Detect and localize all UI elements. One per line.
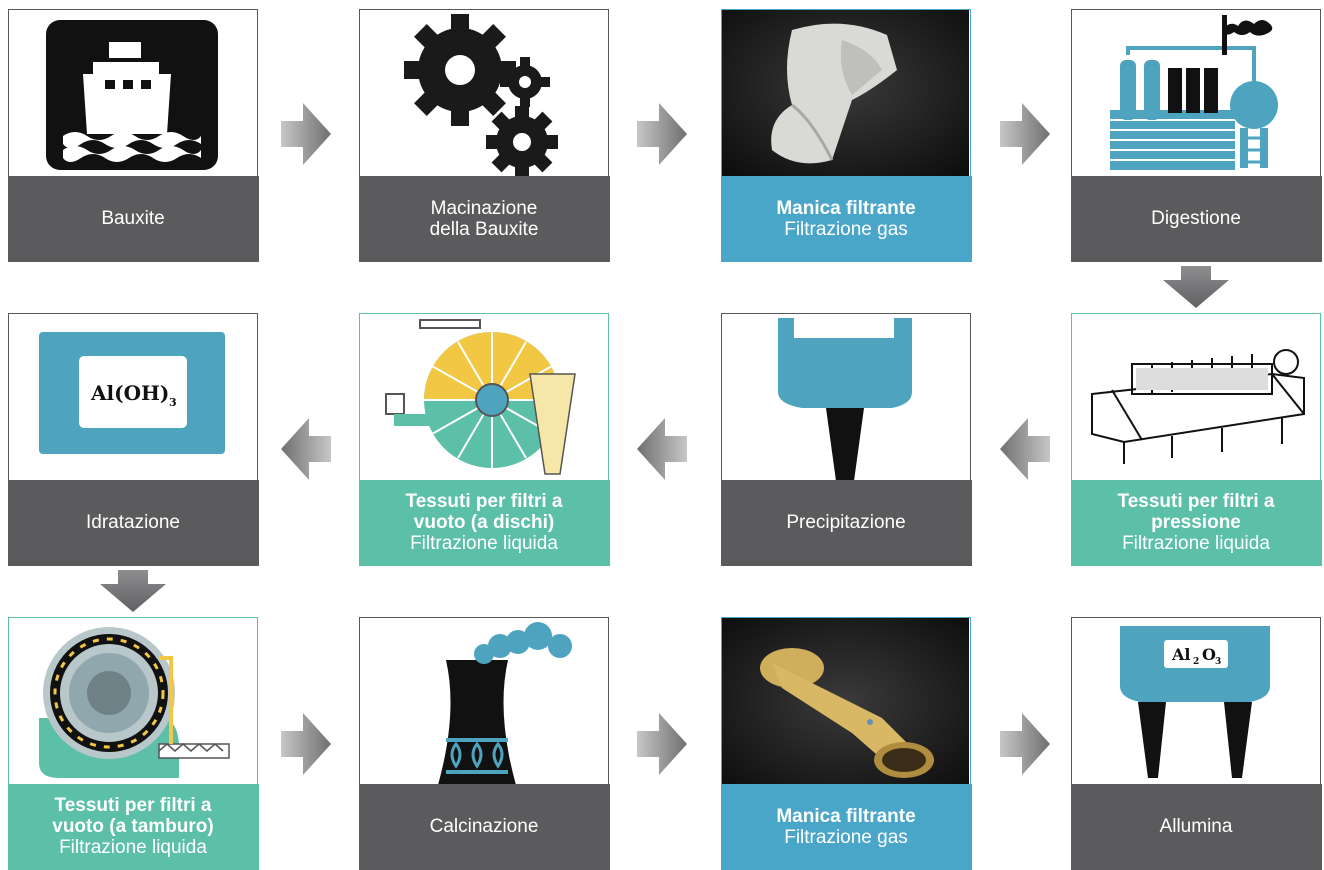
arrow-right-icon [281,713,331,775]
step-subtitle: Filtrazione liquida [59,837,207,858]
step-label: Allumina [1070,783,1322,870]
step-label: Macinazione della Bauxite [358,175,610,262]
step-card-bauxite: Bauxite [7,9,259,262]
formula-alumina-al: Al [1171,645,1191,664]
formula-hydrate: Al(OH) [90,381,169,405]
step-subtitle: Filtrazione liquida [410,533,558,554]
step-subtitle: Filtrazione gas [784,826,908,848]
step-card-macinazione: Macinazione della Bauxite [358,9,610,262]
arrow-right-icon [637,713,687,775]
step-card-filtri-dischi: Tessuti per filtri a vuoto (a dischi) Fi… [358,313,610,566]
step-card-filtri-tamburo: Tessuti per filtri a vuoto (a tamburo) F… [7,617,259,870]
step-label: Tessuti per filtri a pressione Filtrazio… [1070,479,1322,566]
step-text: Calcinazione [429,816,539,837]
step-text: Bauxite [101,208,165,229]
filter-press-icon [1072,314,1320,481]
step-card-allumina: Al 2 O 3 Allumina [1070,617,1322,870]
step-card-manica-1: Manica filtrante Filtrazione gas [720,9,972,262]
precipitator-icon [722,314,970,481]
drum-filter-icon [9,618,257,785]
step-text: Idratazione [85,512,180,533]
filter-bag-photo [722,618,970,785]
step-card-digestione: Digestione [1070,9,1322,262]
step-label: Tessuti per filtri a vuoto (a dischi) Fi… [358,479,610,566]
step-label: Manica filtrante Filtrazione gas [720,783,972,870]
hydrate-sign-icon: Al(OH) 3 [9,314,257,481]
step-label: Bauxite [7,175,259,262]
step-subtitle: Filtrazione liquida [1122,533,1270,554]
calciner-icon [360,618,608,785]
disc-filter-icon [360,314,608,481]
formula-alumina-sub2: 3 [1215,657,1221,667]
arrow-right-icon [1000,713,1050,775]
arrow-left-icon [281,418,331,480]
step-card-calcinazione: Calcinazione [358,617,610,870]
filter-sleeve-photo [722,10,970,177]
factory-icon [1072,10,1320,177]
formula-alumina-sub1: 2 [1193,657,1199,667]
step-title: Tessuti per filtri a pressione [1117,491,1275,533]
step-title: Manica filtrante [776,805,916,827]
step-label: Digestione [1070,175,1322,262]
step-title: Tessuti per filtri a vuoto (a tamburo) [52,795,214,837]
step-label: Precipitazione [720,479,972,566]
formula-alumina-o: O [1202,645,1216,664]
step-text: Macinazione della Bauxite [429,197,539,240]
arrow-down-icon [1163,266,1229,308]
gears-icon [360,10,608,177]
arrow-right-icon [281,103,331,165]
step-card-precipitazione: Precipitazione [720,313,972,566]
step-text: Allumina [1159,816,1233,837]
step-text: Digestione [1151,208,1241,229]
ship-icon [9,10,257,177]
arrow-right-icon [637,103,687,165]
alumina-silo-icon: Al 2 O 3 [1072,618,1320,785]
formula-hydrate-sub: 3 [169,396,177,409]
step-label: Idratazione [7,479,259,566]
step-label: Calcinazione [358,783,610,870]
step-title: Tessuti per filtri a vuoto (a dischi) [405,491,563,533]
step-card-filtri-pressione: Tessuti per filtri a pressione Filtrazio… [1070,313,1322,566]
step-subtitle: Filtrazione gas [784,218,908,240]
step-label: Manica filtrante Filtrazione gas [720,175,972,262]
step-label: Tessuti per filtri a vuoto (a tamburo) F… [7,783,259,870]
arrow-left-icon [637,418,687,480]
arrow-down-icon [100,570,166,612]
step-card-idratazione: Al(OH) 3 Idratazione [7,313,259,566]
step-card-manica-2: Manica filtrante Filtrazione gas [720,617,972,870]
arrow-left-icon [1000,418,1050,480]
step-title: Manica filtrante [776,197,916,219]
step-text: Precipitazione [786,512,906,533]
arrow-right-icon [1000,103,1050,165]
